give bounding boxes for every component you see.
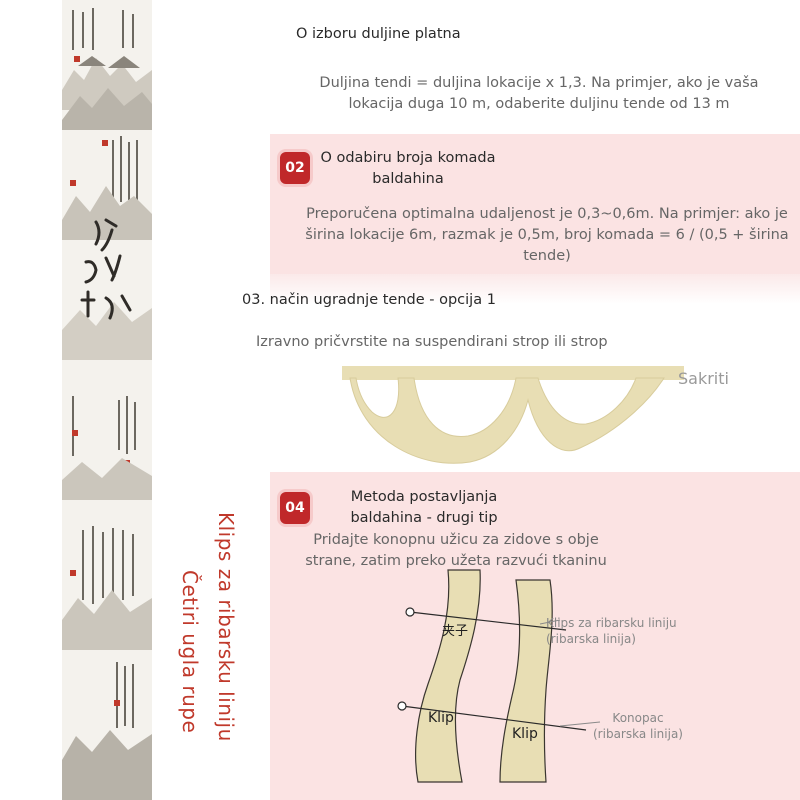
section-4-badge: 04 [280, 492, 310, 524]
vertical-caption-corner-holes: Četiri ugla rupe [178, 570, 202, 734]
draped-fabric [349, 377, 665, 464]
section-4-title: Metoda postavljanja baldahina - drugi ti… [350, 489, 498, 526]
section-3-fade [270, 274, 800, 304]
section-2-badge: 02 [280, 152, 310, 184]
decorative-scroll-painting [62, 0, 152, 800]
vertical-caption-clip: Klips za ribarsku liniju [214, 512, 238, 742]
clip-label-left: Klip [428, 710, 454, 726]
section-2-title: O odabiru broja komada baldahina [320, 150, 496, 187]
section-2-body: Preporučena optimalna udaljenost je 0,3~… [305, 206, 789, 264]
rope-label: Konopac (ribarska linija) [593, 711, 683, 741]
section-1-body: Duljina tendi = duljina lokacije x 1,3. … [319, 75, 759, 112]
section-3-title: 03. način ugradnje tende - opcija 1 [242, 292, 496, 308]
ceiling-rail [342, 366, 684, 380]
section-3-body: Izravno pričvrstite na suspendirani stro… [256, 334, 608, 350]
scroll-artwork [62, 0, 152, 800]
section-4-body: Pridajte konopnu užicu za zidove s obje … [305, 532, 607, 569]
clip-label-chinese: 夹子 [442, 624, 469, 639]
clip-label-right: Klip [512, 726, 538, 742]
section-2-panel [270, 134, 800, 274]
section-1-title: O izboru duljine platna [296, 26, 461, 42]
clip-line-label: Klips za ribarsku liniju (ribarska linij… [546, 616, 677, 646]
hidden-label: Sakriti [678, 369, 729, 388]
